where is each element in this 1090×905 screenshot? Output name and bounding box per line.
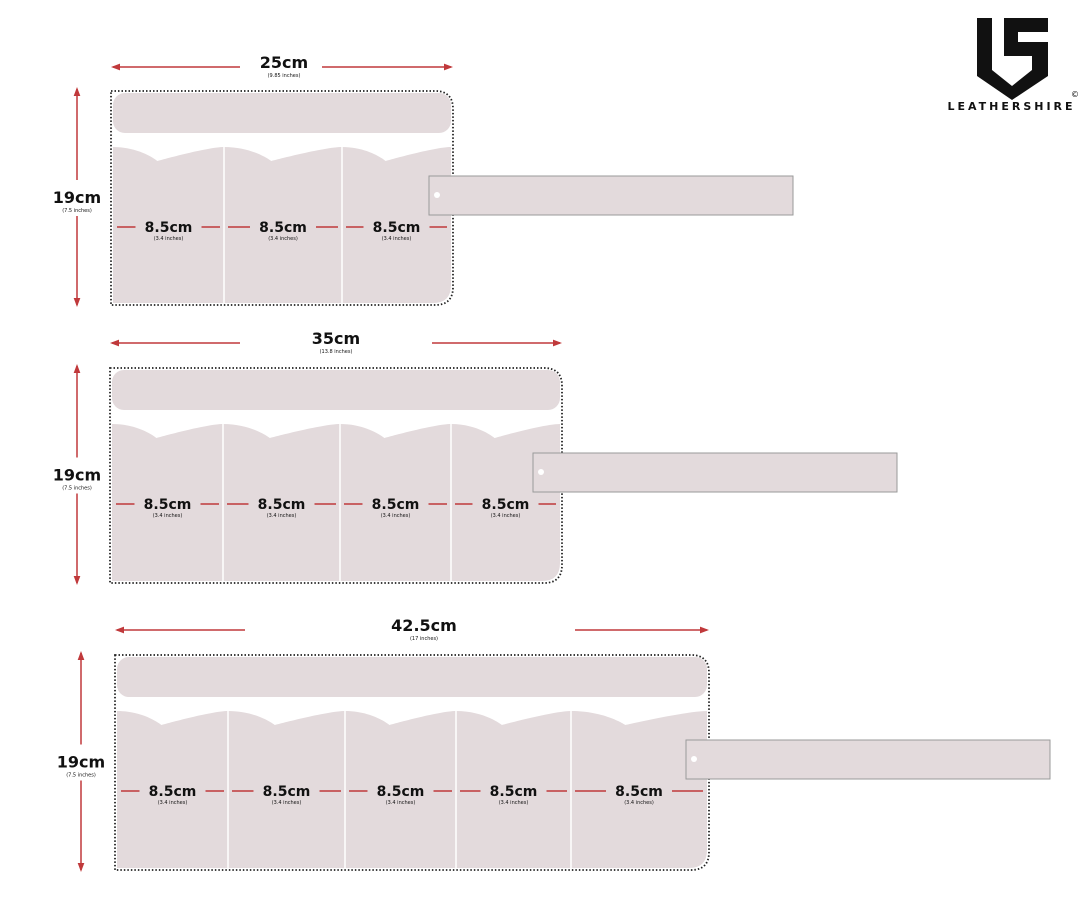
- brand-logo: LEATHERSHIRE ©: [944, 12, 1079, 117]
- pocket-2: 8.5cm(3.4 inches): [232, 784, 341, 806]
- pocket-3: 8.5cm(3.4 inches): [346, 220, 447, 242]
- height-label: 19cm: [57, 753, 105, 772]
- arrow-head: [73, 576, 81, 585]
- tool-roll-2: 35cm(13.8 inches)19cm(7.5 inches)8.5cm(3…: [53, 329, 898, 585]
- width-label: 35cm: [312, 329, 360, 348]
- pocket-width-label: 8.5cm: [144, 497, 192, 513]
- pocket-width-sub-label: (3.4 inches): [153, 513, 183, 519]
- pocket-width-label: 8.5cm: [482, 497, 530, 513]
- pocket-width-sub-label: (3.4 inches): [491, 513, 521, 519]
- arrow-head: [553, 339, 562, 347]
- pocket-width-sub-label: (3.4 inches): [267, 513, 297, 519]
- width-label: 42.5cm: [391, 616, 457, 635]
- pocket-width-sub-label: (3.4 inches): [381, 513, 411, 519]
- pocket-width-label: 8.5cm: [377, 784, 425, 800]
- arrow-head: [700, 626, 709, 634]
- closure-strap: [532, 452, 898, 493]
- strap-hole-icon: [538, 469, 544, 475]
- arrow-head: [110, 339, 119, 347]
- pocket-width-sub-label: (3.4 inches): [154, 236, 184, 242]
- pocket-4: 8.5cm(3.4 inches): [455, 497, 556, 519]
- width-sub-label: (13.8 inches): [320, 349, 353, 355]
- arrow-head: [115, 626, 124, 634]
- pocket-width-sub-label: (3.4 inches): [624, 800, 654, 806]
- arrow-head: [77, 651, 85, 660]
- pocket-width-label: 8.5cm: [259, 220, 307, 236]
- height-label: 19cm: [53, 188, 101, 207]
- closure-strap: [685, 739, 1051, 780]
- pocket-width-label: 8.5cm: [145, 220, 193, 236]
- height-label: 19cm: [53, 466, 101, 485]
- arrow-head: [77, 863, 85, 872]
- pocket-width-label: 8.5cm: [258, 497, 306, 513]
- pocket-width-sub-label: (3.4 inches): [158, 800, 188, 806]
- pocket-panel: [113, 147, 451, 303]
- top-flap: [117, 657, 707, 697]
- height-sub-label: (7.5 inches): [62, 208, 92, 214]
- pocket-width-sub-label: (3.4 inches): [499, 800, 529, 806]
- pocket-1: 8.5cm(3.4 inches): [121, 784, 224, 806]
- tool-roll-3: 42.5cm(17 inches)19cm(7.5 inches)8.5cm(3…: [57, 616, 1051, 872]
- pocket-width-label: 8.5cm: [615, 784, 663, 800]
- width-label: 25cm: [260, 53, 308, 72]
- brand-name: LEATHERSHIRE: [947, 100, 1076, 113]
- width-sub-label: (17 inches): [410, 636, 438, 642]
- pocket-4: 8.5cm(3.4 inches): [460, 784, 567, 806]
- copyright-mark: ©: [1071, 90, 1079, 99]
- shield-logo-icon: [977, 18, 1048, 100]
- pocket-3: 8.5cm(3.4 inches): [349, 784, 452, 806]
- top-flap: [112, 370, 560, 410]
- closure-strap: [428, 175, 794, 216]
- dotted-outline: [109, 367, 563, 584]
- pocket-width-label: 8.5cm: [263, 784, 311, 800]
- pocket-2: 8.5cm(3.4 inches): [228, 220, 338, 242]
- pocket-width-sub-label: (3.4 inches): [386, 800, 416, 806]
- pocket-width-label: 8.5cm: [490, 784, 538, 800]
- pocket-width-label: 8.5cm: [149, 784, 197, 800]
- arrow-head: [111, 63, 120, 71]
- tool-roll-1: 25cm(9.85 inches)19cm(7.5 inches)8.5cm(3…: [53, 53, 794, 307]
- height-sub-label: (7.5 inches): [62, 486, 92, 492]
- pocket-panel: [117, 711, 707, 868]
- arrow-head: [73, 364, 81, 373]
- pocket-3: 8.5cm(3.4 inches): [344, 497, 447, 519]
- pocket-width-sub-label: (3.4 inches): [382, 236, 412, 242]
- pocket-5: 8.5cm(3.4 inches): [575, 784, 703, 806]
- top-flap: [113, 93, 451, 133]
- pocket-width-label: 8.5cm: [373, 220, 421, 236]
- arrow-head: [73, 87, 81, 96]
- width-sub-label: (9.85 inches): [268, 73, 301, 79]
- pocket-panel: [112, 424, 560, 581]
- arrow-head: [444, 63, 453, 71]
- pocket-1: 8.5cm(3.4 inches): [117, 220, 220, 242]
- pocket-1: 8.5cm(3.4 inches): [116, 497, 219, 519]
- arrow-head: [73, 298, 81, 307]
- pocket-2: 8.5cm(3.4 inches): [227, 497, 336, 519]
- height-sub-label: (7.5 inches): [66, 773, 96, 779]
- strap-hole-icon: [434, 192, 440, 198]
- pocket-width-sub-label: (3.4 inches): [272, 800, 302, 806]
- dotted-outline: [114, 654, 710, 871]
- strap-hole-icon: [691, 756, 697, 762]
- pocket-width-label: 8.5cm: [372, 497, 420, 513]
- pocket-width-sub-label: (3.4 inches): [268, 236, 298, 242]
